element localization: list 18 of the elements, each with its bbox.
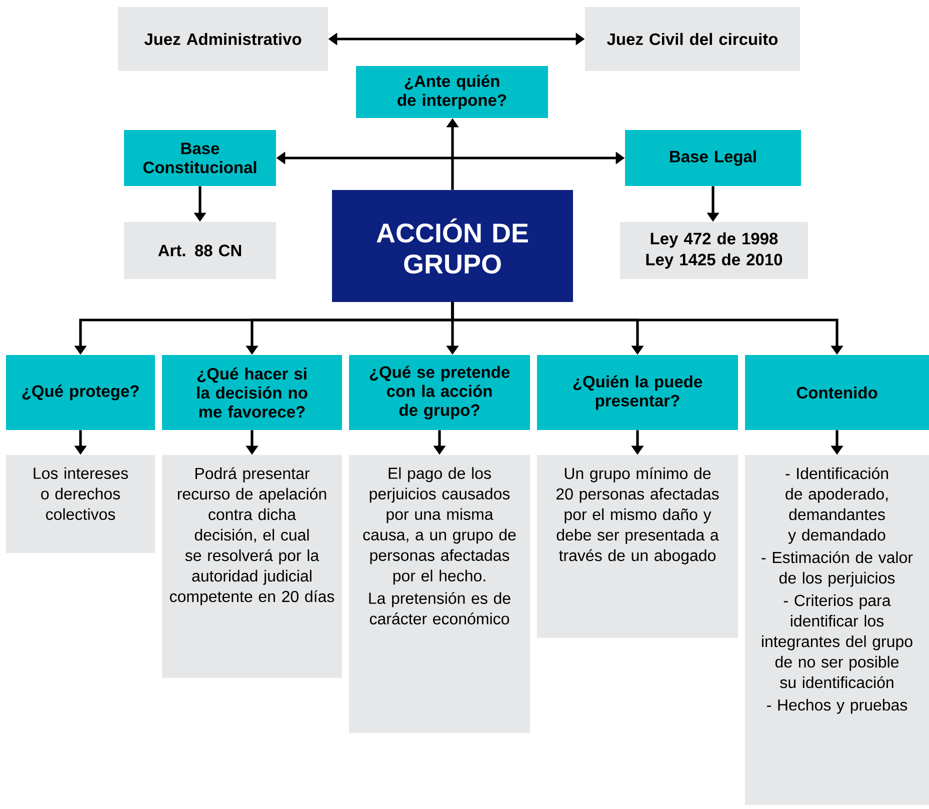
question-box: ¿Ante quién de interpone? (356, 66, 548, 118)
judge-box: Juez Administrativo (118, 7, 328, 71)
main-box: ACCIÓN DE GRUPO (332, 190, 573, 302)
basis-box: Base Legal (625, 130, 801, 186)
answer-box: Un grupo mínimo de 20 personas afectadas por el mismo daño y debe ser presentada a través de un abogado (537, 455, 738, 638)
question-box: ¿Quién la puede presentar? (537, 355, 738, 430)
answer-box: Podrá presentar recurso de apelación contra dicha decisión, el cual se resolverá por la autoridad judicial competente en 20 días (162, 455, 342, 678)
question-box: ¿Qué hacer si la decisión no me favorece? (162, 355, 342, 430)
law-box: Ley 472 de 1998 Ley 1425 de 2010 (620, 222, 808, 279)
basis-box: Base Constitucional (124, 130, 276, 186)
answer-box: - Identificación de apoderado, demandantes y demandado - Estimación de valor de los perjuicios - Criterios para identificar los integrantes del grupo de no ser posible su identificación - Hechos y pruebas (745, 455, 929, 805)
judge-box: Juez Civil del circuito (585, 7, 800, 71)
question-box: ¿Qué protege? (6, 355, 155, 430)
article-box: Art. 88 CN (124, 222, 276, 279)
answer-box: Los intereses o derechos colectivos (6, 455, 155, 553)
answer-box: El pago de los perjuicios causados por una misma causa, a un grupo de personas afectadas por el hecho. La pretensión es de carácter económico (349, 455, 530, 733)
question-box: ¿Qué se pretende con la acción de grupo? (349, 355, 530, 430)
heading-box: Contenido (745, 355, 929, 430)
